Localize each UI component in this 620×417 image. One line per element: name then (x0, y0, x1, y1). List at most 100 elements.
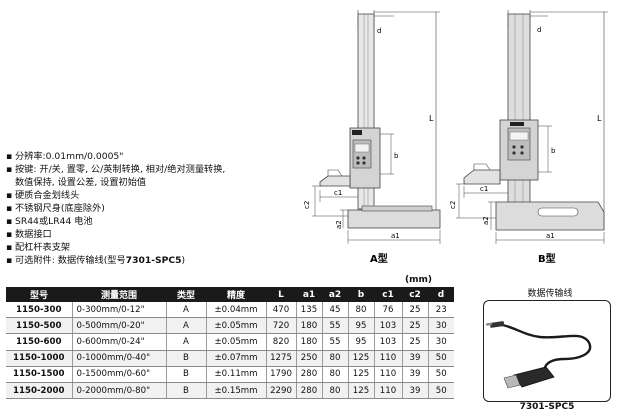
table-cell: 0-600mm/0-24" (72, 333, 167, 351)
feature-text: 分辨率:0.01mm/0.0005" (15, 151, 124, 162)
unit-label: (mm) (405, 275, 432, 285)
table-cell: ±0.05mm (206, 317, 267, 335)
feature-item: ▪按键: 开/关, 置零, 公/英制转换, 相对/绝对测量转换, (6, 163, 266, 176)
table-cell: 103 (374, 333, 403, 351)
table-cell: 39 (402, 366, 429, 383)
table-cell: 0-1000mm/0-40" (72, 350, 167, 367)
table-cell: 0-2000mm/0-80" (72, 382, 167, 400)
feature-text: 数值保持, 设置公差, 设置初始值 (15, 177, 147, 188)
dim-a1-label-b: a1 (546, 232, 555, 240)
type-b-drawing: d L b c1 c2 a2 a1 B型 (449, 10, 608, 265)
bullet-icon: ▪ (6, 242, 13, 253)
table-cell: 125 (348, 366, 375, 383)
feature-text: SR44或LR44 电池 (15, 216, 93, 227)
column-header: b (348, 287, 374, 302)
dim-c2-label-b: c2 (449, 201, 457, 209)
table-cell: 50 (428, 366, 454, 383)
table-cell: A (166, 333, 207, 351)
feature-text: 配杠杆表支架 (15, 242, 71, 253)
table-cell: 1790 (266, 366, 297, 383)
feature-text: 不锈钢尺身(底座除外) (15, 203, 105, 214)
table-cell: 180 (296, 333, 323, 351)
table-cell: B (166, 382, 207, 400)
table-cell: A (166, 302, 207, 319)
type-a-caption: A型 (370, 252, 388, 265)
dim-d-label: d (377, 27, 381, 35)
feature-text: 可选附件: 数据传输线(型号 (15, 255, 126, 266)
model-cell: 1150-1000 (6, 350, 73, 367)
type-a-drawing: d L b c1 c2 a2 a1 A型 (303, 10, 441, 265)
table-cell: 250 (296, 350, 323, 367)
column-header: L (266, 287, 296, 302)
cable-model-label: 7301-SPC5 (519, 402, 575, 412)
bullet-icon: ▪ (6, 255, 13, 266)
bullet-icon: ▪ (6, 229, 13, 240)
cable-title: 数据传输线 (527, 289, 573, 299)
table-cell: B (166, 366, 207, 383)
table-cell: ±0.11mm (206, 366, 267, 383)
bullet-icon: ▪ (6, 216, 13, 227)
feature-item: ▪可选附件: 数据传输线(型号7301-SPC5) (6, 254, 266, 267)
dim-d-label-b: d (537, 26, 541, 34)
table-cell: A (166, 317, 207, 335)
model-cell: 1150-600 (6, 333, 73, 351)
table-cell: 55 (322, 317, 349, 335)
table-cell: 55 (322, 333, 349, 351)
table-cell: 25 (402, 333, 429, 351)
feature-item: ▪分辨率:0.01mm/0.0005" (6, 150, 266, 163)
model-cell: 1150-1500 (6, 366, 73, 383)
table-cell: 1275 (266, 350, 297, 367)
table-cell: 125 (348, 382, 375, 400)
table-cell: 0-500mm/0-20" (72, 317, 167, 335)
table-cell: 0-300mm/0-12" (72, 302, 167, 319)
table-cell: 2290 (266, 382, 297, 400)
feature-list: ▪分辨率:0.01mm/0.0005"▪按键: 开/关, 置零, 公/英制转换,… (6, 150, 266, 267)
table-cell: 110 (374, 382, 403, 400)
column-header: 精度 (206, 287, 266, 302)
column-header: 类型 (166, 287, 206, 302)
table-cell: 820 (266, 333, 297, 351)
table-cell: 45 (322, 302, 349, 319)
feature-text: ) (181, 255, 186, 266)
column-header: c2 (402, 287, 428, 302)
dim-c1-label: c1 (334, 189, 342, 197)
feature-text: 按键: 开/关, 置零, 公/英制转换, 相对/绝对测量转换, (15, 164, 226, 175)
column-header: 型号 (6, 287, 72, 302)
table-cell: 25 (402, 302, 429, 319)
column-header: 测量范围 (72, 287, 166, 302)
table-cell: 23 (428, 302, 454, 319)
table-cell: ±0.15mm (206, 382, 267, 400)
table-cell: 135 (296, 302, 323, 319)
dim-c2-label: c2 (303, 201, 311, 209)
dim-b-label: b (394, 152, 399, 160)
dim-L-label: L (429, 114, 434, 123)
type-b-caption: B型 (538, 252, 556, 265)
dim-a2-label: a2 (335, 220, 343, 229)
dim-b-label-b: b (551, 147, 556, 155)
feature-item: ▪配杠杆表支架 (6, 241, 266, 254)
table-cell: 80 (348, 302, 375, 319)
table-cell: 180 (296, 317, 323, 335)
table-cell: 30 (428, 333, 454, 351)
table-cell: 720 (266, 317, 297, 335)
table-cell: 30 (428, 317, 454, 335)
dim-a2-label-b: a2 (482, 216, 490, 225)
dim-c1-label-b: c1 (480, 185, 488, 193)
table-cell: ±0.04mm (206, 302, 267, 319)
feature-item: ▪数据接口 (6, 228, 266, 241)
table-cell: 80 (322, 382, 349, 400)
table-cell: 103 (374, 317, 403, 335)
table-cell: 280 (296, 382, 323, 400)
feature-text: 数据接口 (15, 229, 52, 240)
dim-a1-label: a1 (391, 232, 400, 240)
feature-item: ▪不锈钢尺身(底座除外) (6, 202, 266, 215)
table-cell: 50 (428, 382, 454, 400)
column-header: c1 (374, 287, 402, 302)
table-cell: 470 (266, 302, 297, 319)
